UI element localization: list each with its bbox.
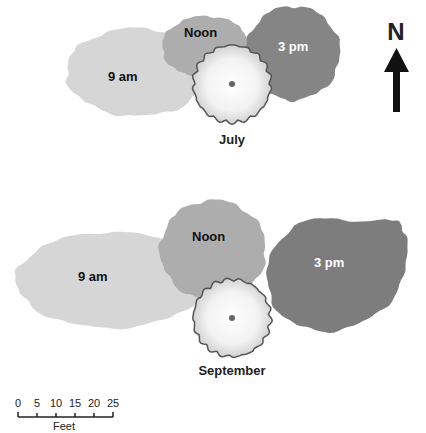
north-arrow — [384, 48, 409, 112]
scale-number: 15 — [69, 398, 81, 409]
scale-number: 20 — [88, 398, 100, 409]
scale-number: 5 — [34, 398, 40, 409]
trunk-dot — [229, 315, 235, 321]
trunk-dot — [229, 81, 235, 87]
shadow-time: 3 pm — [314, 256, 344, 269]
shadow-time: 9 am — [78, 270, 108, 283]
tree-crown — [193, 278, 272, 357]
scale-number: 25 — [107, 398, 119, 409]
shadow-time: Noon — [184, 26, 217, 39]
shadow-time: 3 pm — [278, 40, 308, 53]
month-label: July — [219, 133, 245, 146]
north-label: N — [387, 20, 404, 44]
shadow-time: Noon — [192, 230, 225, 243]
scale-unit: Feet — [53, 421, 75, 432]
scale-bar — [18, 412, 113, 417]
scale-number: 10 — [50, 398, 62, 409]
shadow-time: 9 am — [108, 70, 138, 83]
scale-number: 0 — [15, 398, 21, 409]
month-label: September — [198, 364, 265, 377]
shadow-region: 3 pm — [262, 206, 412, 330]
tree-crown — [193, 45, 272, 124]
